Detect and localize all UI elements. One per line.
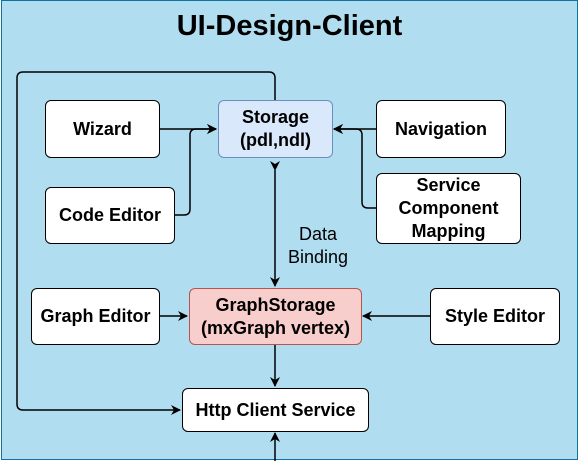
diagram-title: UI-Design-Client xyxy=(176,10,403,42)
node-style-editor[interactable]: Style Editor xyxy=(430,288,560,345)
node-graph-storage[interactable]: GraphStorage (mxGraph vertex) xyxy=(189,288,362,345)
node-navigation[interactable]: Navigation xyxy=(376,100,506,158)
node-storage[interactable]: Storage (pdl,ndl) xyxy=(218,100,333,158)
node-code-editor[interactable]: Code Editor xyxy=(45,187,175,244)
edge-mapping-storage xyxy=(333,124,376,209)
edge-code-editor-storage xyxy=(175,124,217,216)
edge-storage-loop-to-http xyxy=(16,71,276,415)
data-binding-label: Data Binding xyxy=(287,224,349,267)
node-graph-editor[interactable]: Graph Editor xyxy=(31,288,160,345)
node-service-component-mapping[interactable]: Service Component Mapping xyxy=(376,173,521,244)
node-http-client-service[interactable]: Http Client Service xyxy=(182,388,369,432)
node-wizard[interactable]: Wizard xyxy=(45,100,160,158)
